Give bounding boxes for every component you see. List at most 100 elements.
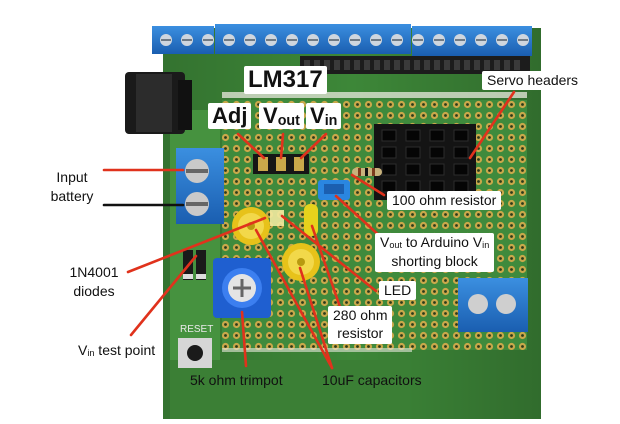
arrow-vin: [299, 132, 328, 160]
screw-slot: [308, 39, 318, 41]
arrow-capacitor-2: [298, 266, 334, 370]
label-100-ohm-resistor: 100 ohm resistor: [387, 191, 502, 211]
servo-socket: [429, 163, 445, 176]
led: [270, 210, 284, 226]
servo-header-top-pins: [304, 60, 520, 70]
label-adj: Adj: [208, 103, 252, 130]
header-pin: [414, 60, 420, 70]
screw-slot: [203, 39, 213, 41]
header-pin: [374, 60, 380, 70]
label-capacitors: 10uF capacitors: [322, 372, 422, 388]
label-vout-to-arduino-line1: Vout to Arduino Vin: [380, 234, 490, 251]
capacitor-1: [232, 207, 270, 245]
servo-socket: [405, 129, 421, 142]
arrow-trimpot: [240, 310, 248, 368]
label-vin-sub: in: [324, 113, 338, 130]
label-input-battery: Input battery: [42, 169, 102, 205]
right-terminal-block: [458, 278, 528, 332]
header-pin: [344, 60, 350, 70]
header-pin: [434, 60, 440, 70]
servo-socket: [405, 146, 421, 159]
screw-slot: [245, 39, 255, 41]
header-pin: [334, 60, 340, 70]
screw-slot: [161, 39, 171, 41]
trimpot-5k: [213, 258, 271, 318]
screw-slot: [266, 39, 276, 41]
screw-slot: [329, 39, 339, 41]
arrow-led: [280, 214, 378, 293]
servo-socket: [429, 129, 445, 142]
label-vout: Vout: [259, 103, 304, 130]
header-pin: [354, 60, 360, 70]
label-led: LED: [379, 281, 417, 301]
header-pin: [304, 60, 310, 70]
pcb: [163, 28, 541, 419]
label-lm317: LM317: [244, 66, 327, 95]
arrow-adj: [236, 132, 266, 160]
arrow-servo-headers: [468, 90, 516, 160]
label-input-battery-line1: Input: [56, 169, 88, 185]
arrow-diodes: [126, 216, 267, 274]
servo-socket: [381, 163, 397, 176]
label-vout-sub: out: [277, 113, 300, 130]
label-280-ohm-resistor: 280 ohm resistor: [328, 306, 393, 344]
label-vin-test-point: Vin test point: [78, 342, 156, 359]
top-terminal-screws: [160, 34, 529, 46]
label-280-ohm-line1: 280 ohm: [333, 307, 388, 323]
servo-socket: [453, 163, 469, 176]
shorting-block: [318, 180, 350, 200]
screw-slot: [434, 39, 444, 41]
servo-socket: [381, 129, 397, 142]
arrow-vin-test-point: [129, 254, 198, 337]
annotation-arrows: [102, 90, 516, 370]
screw-slot: [287, 39, 297, 41]
header-pin: [484, 60, 490, 70]
power-jack: [125, 72, 192, 134]
screw-slot: [224, 39, 234, 41]
screw-slot: [476, 39, 486, 41]
header-pin: [324, 60, 330, 70]
arrow-vout: [279, 132, 285, 160]
screw-slot: [371, 39, 381, 41]
arrow-capacitor-1: [254, 228, 334, 370]
screw-slot: [182, 39, 192, 41]
header-pin: [394, 60, 400, 70]
capacitor-2: [282, 243, 320, 281]
servo-socket: [453, 146, 469, 159]
servo-header-sockets: [381, 129, 469, 193]
header-pin: [454, 60, 460, 70]
servo-socket: [405, 163, 421, 176]
label-diodes: 1N4001 diodes: [58, 264, 130, 300]
arrow-100-ohm-resistor: [350, 173, 386, 197]
label-vin: Vin: [306, 103, 342, 130]
screw-slot: [497, 39, 507, 41]
label-diodes-line1: 1N4001: [69, 264, 119, 280]
lm317-regulator: [253, 154, 309, 174]
header-pin: [514, 60, 520, 70]
resistor-280-ohm: [304, 204, 318, 236]
screw-slot: [350, 39, 360, 41]
label-vout-to-arduino: Vout to Arduino Vin shorting block: [375, 233, 495, 272]
header-pin: [314, 60, 320, 70]
header-pin: [444, 60, 450, 70]
servo-socket: [429, 146, 445, 159]
label-280-ohm-line2: resistor: [337, 325, 384, 342]
screw-slot: [455, 39, 465, 41]
header-pin: [384, 60, 390, 70]
label-trimpot: 5k ohm trimpot: [190, 372, 283, 388]
label-input-battery-line2: battery: [50, 188, 94, 205]
screw-slot: [413, 39, 423, 41]
header-pin: [474, 60, 480, 70]
arrow-shorting-block: [334, 194, 384, 240]
label-diodes-line2: diodes: [73, 283, 115, 300]
resistor-100-ohm: [352, 168, 382, 176]
header-pin: [494, 60, 500, 70]
arrow-280-ohm-resistor: [310, 224, 342, 309]
screw-slot: [518, 39, 528, 41]
reset-button-part: RESET: [178, 324, 213, 368]
input-battery-terminal: [176, 148, 224, 224]
header-pin: [404, 60, 410, 70]
header-pin: [464, 60, 470, 70]
